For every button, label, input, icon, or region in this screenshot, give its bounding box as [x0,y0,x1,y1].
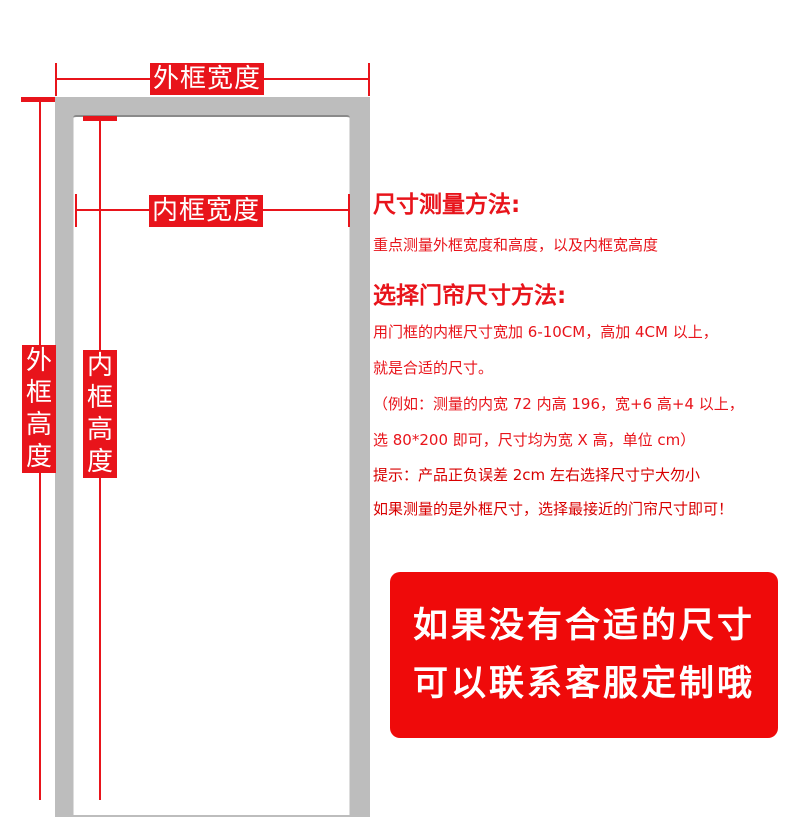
inner-height-tick-top [83,116,117,121]
example-line-1: （例如：测量的内宽 72 内高 196，宽+6 高+4 以上， [373,395,744,413]
heading-select-method: 选择门帘尺寸方法: [373,283,567,309]
select-instruction-1: 用门框的内框尺寸宽加 6-10CM，高加 4CM 以上， [373,323,718,341]
outer-width-label: 外框宽度 [150,63,265,95]
tip-line: 提示：产品正负误差 2cm 左右选择尺寸宁大勿小 [373,466,700,484]
inner-height-text: 内框高度 [86,351,113,477]
outer-height-tick-top [21,97,55,102]
inner-height-label: 内框高度 [83,350,117,478]
outer-width-tick-right [368,63,370,96]
inner-width-tick-right [348,194,350,227]
heading-measure-method: 尺寸测量方法: [373,192,521,218]
outer-frame-note: 如果测量的是外框尺寸，选择最接近的门帘尺寸即可！ [373,500,734,518]
measure-instruction: 重点测量外框宽度和高度，以及内框宽高度 [373,236,659,254]
callout-line-1: 如果没有合适的尺寸 [412,606,755,646]
select-instruction-2: 就是合适的尺寸。 [373,359,494,377]
outer-height-label: 外框高度 [22,345,56,473]
outer-height-text: 外框高度 [25,346,52,472]
inner-width-label: 内框宽度 [149,195,264,227]
callout-line-2: 可以联系客服定制哦 [412,664,755,704]
example-line-2: 选 80*200 即可，尺寸均为宽 X 高，单位 cm） [373,431,696,449]
custom-size-callout: 如果没有合适的尺寸 可以联系客服定制哦 [390,572,778,738]
door-frame-inner [73,115,350,815]
